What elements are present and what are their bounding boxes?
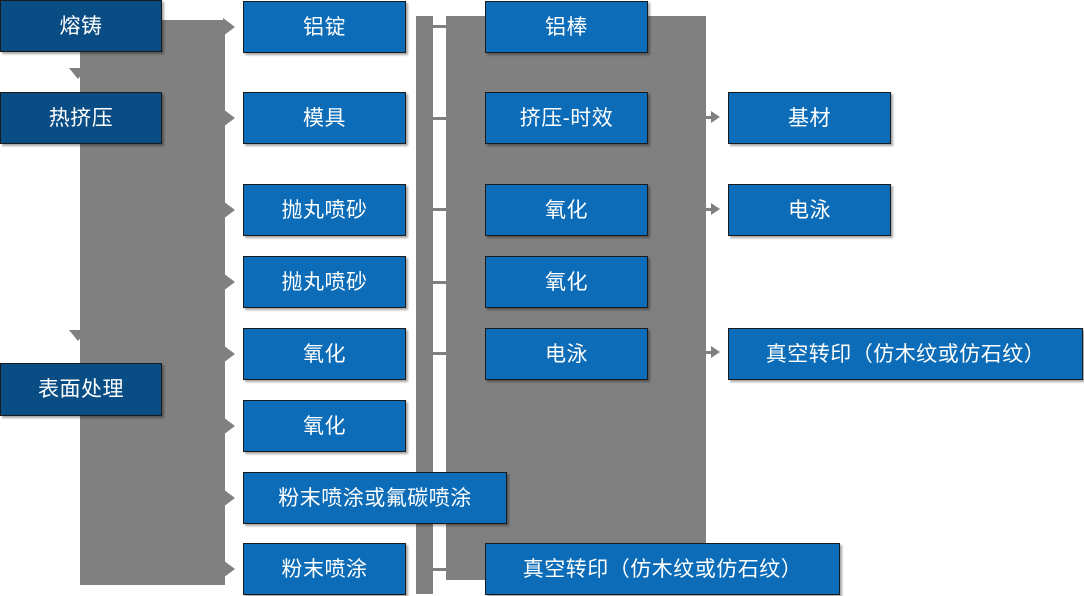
- input-label-oxidation-1: 氧化: [303, 342, 346, 366]
- arrow-down-extrusion-to-surface: [69, 330, 87, 341]
- stage-box-melting-casting[interactable]: 熔铸: [0, 0, 162, 52]
- input-box-powder-or-fluorocarbon-coating[interactable]: 粉末喷涂或氟碳喷涂: [243, 472, 507, 524]
- input-box-aluminum-ingot[interactable]: 铝锭: [243, 1, 406, 53]
- arrowhead-input-8: [223, 560, 235, 578]
- process-box-electrophoresis[interactable]: 电泳: [485, 328, 648, 380]
- arrowhead-input-3: [223, 201, 235, 219]
- output-box-electrophoresis[interactable]: 电泳: [728, 184, 891, 236]
- input-box-shot-blasting-1[interactable]: 抛丸喷砂: [243, 184, 406, 236]
- stage-label-hot-extrusion: 热挤压: [48, 106, 114, 130]
- connector-stub-surface-treatment: [162, 389, 192, 392]
- input-label-powder-or-fluorocarbon-coating: 粉末喷涂或氟碳喷涂: [278, 486, 472, 510]
- input-box-shot-blasting-2[interactable]: 抛丸喷砂: [243, 256, 406, 308]
- connector-bar-inputs-to-processes: [416, 16, 433, 594]
- process-box-aluminum-billet[interactable]: 铝棒: [485, 1, 648, 53]
- input-label-mold: 模具: [303, 106, 346, 130]
- process-box-oxidation-2[interactable]: 氧化: [485, 256, 648, 308]
- output-label-vacuum-transfer-printing: 真空转印（仿木纹或仿石纹）: [765, 342, 1046, 366]
- output-box-substrate[interactable]: 基材: [728, 92, 891, 144]
- tie-line-1: [430, 25, 450, 28]
- arrowhead-input-2: [223, 109, 235, 127]
- input-label-oxidation-2: 氧化: [303, 414, 346, 438]
- tie-line-2: [430, 117, 450, 120]
- process-label-electrophoresis: 电泳: [545, 342, 588, 366]
- process-label-oxidation-1: 氧化: [545, 198, 588, 222]
- stage-box-hot-extrusion[interactable]: 热挤压: [0, 92, 162, 144]
- input-label-shot-blasting-1: 抛丸喷砂: [281, 198, 368, 222]
- arrowhead-output-3: [711, 346, 720, 358]
- input-label-powder-coating: 粉末喷涂: [281, 557, 368, 581]
- output-label-substrate: 基材: [788, 106, 831, 130]
- tie-line-6: [430, 568, 450, 571]
- process-box-extrusion-aging[interactable]: 挤压-时效: [485, 92, 648, 144]
- process-label-vacuum-transfer-printing: 真空转印（仿木纹或仿石纹）: [522, 557, 803, 581]
- stage-box-surface-treatment[interactable]: 表面处理: [0, 363, 162, 416]
- output-label-electrophoresis: 电泳: [788, 198, 831, 222]
- input-box-oxidation-2[interactable]: 氧化: [243, 400, 406, 452]
- arrowhead-input-1: [223, 18, 235, 36]
- input-label-aluminum-ingot: 铝锭: [303, 15, 346, 39]
- arrow-stem-output-3: [697, 351, 711, 354]
- input-label-shot-blasting-2: 抛丸喷砂: [281, 270, 368, 294]
- input-box-mold[interactable]: 模具: [243, 92, 406, 144]
- output-box-vacuum-transfer-printing[interactable]: 真空转印（仿木纹或仿石纹）: [728, 328, 1083, 380]
- input-box-oxidation-1[interactable]: 氧化: [243, 328, 406, 380]
- arrow-stem-output-1: [697, 116, 711, 119]
- arrowhead-input-5: [223, 345, 235, 363]
- process-label-extrusion-aging: 挤压-时效: [519, 106, 614, 130]
- arrowhead-output-1: [711, 111, 720, 123]
- process-label-aluminum-billet: 铝棒: [545, 15, 588, 39]
- tie-line-5: [430, 352, 450, 355]
- tie-line-3: [430, 208, 450, 211]
- arrowhead-input-6: [223, 417, 235, 435]
- arrowhead-input-4: [223, 273, 235, 291]
- tie-line-4: [430, 281, 450, 284]
- stage-label-melting-casting: 熔铸: [59, 14, 103, 38]
- arrowhead-output-2: [711, 203, 720, 215]
- arrow-down-melting-to-extrusion: [69, 68, 87, 79]
- stage-label-surface-treatment: 表面处理: [38, 378, 124, 401]
- arrowhead-input-7: [223, 489, 235, 507]
- process-box-oxidation-1[interactable]: 氧化: [485, 184, 648, 236]
- arrow-stem-output-2: [697, 208, 711, 211]
- process-box-vacuum-transfer-printing[interactable]: 真空转印（仿木纹或仿石纹）: [485, 543, 840, 595]
- process-label-oxidation-2: 氧化: [545, 270, 588, 294]
- input-box-powder-coating[interactable]: 粉末喷涂: [243, 543, 406, 595]
